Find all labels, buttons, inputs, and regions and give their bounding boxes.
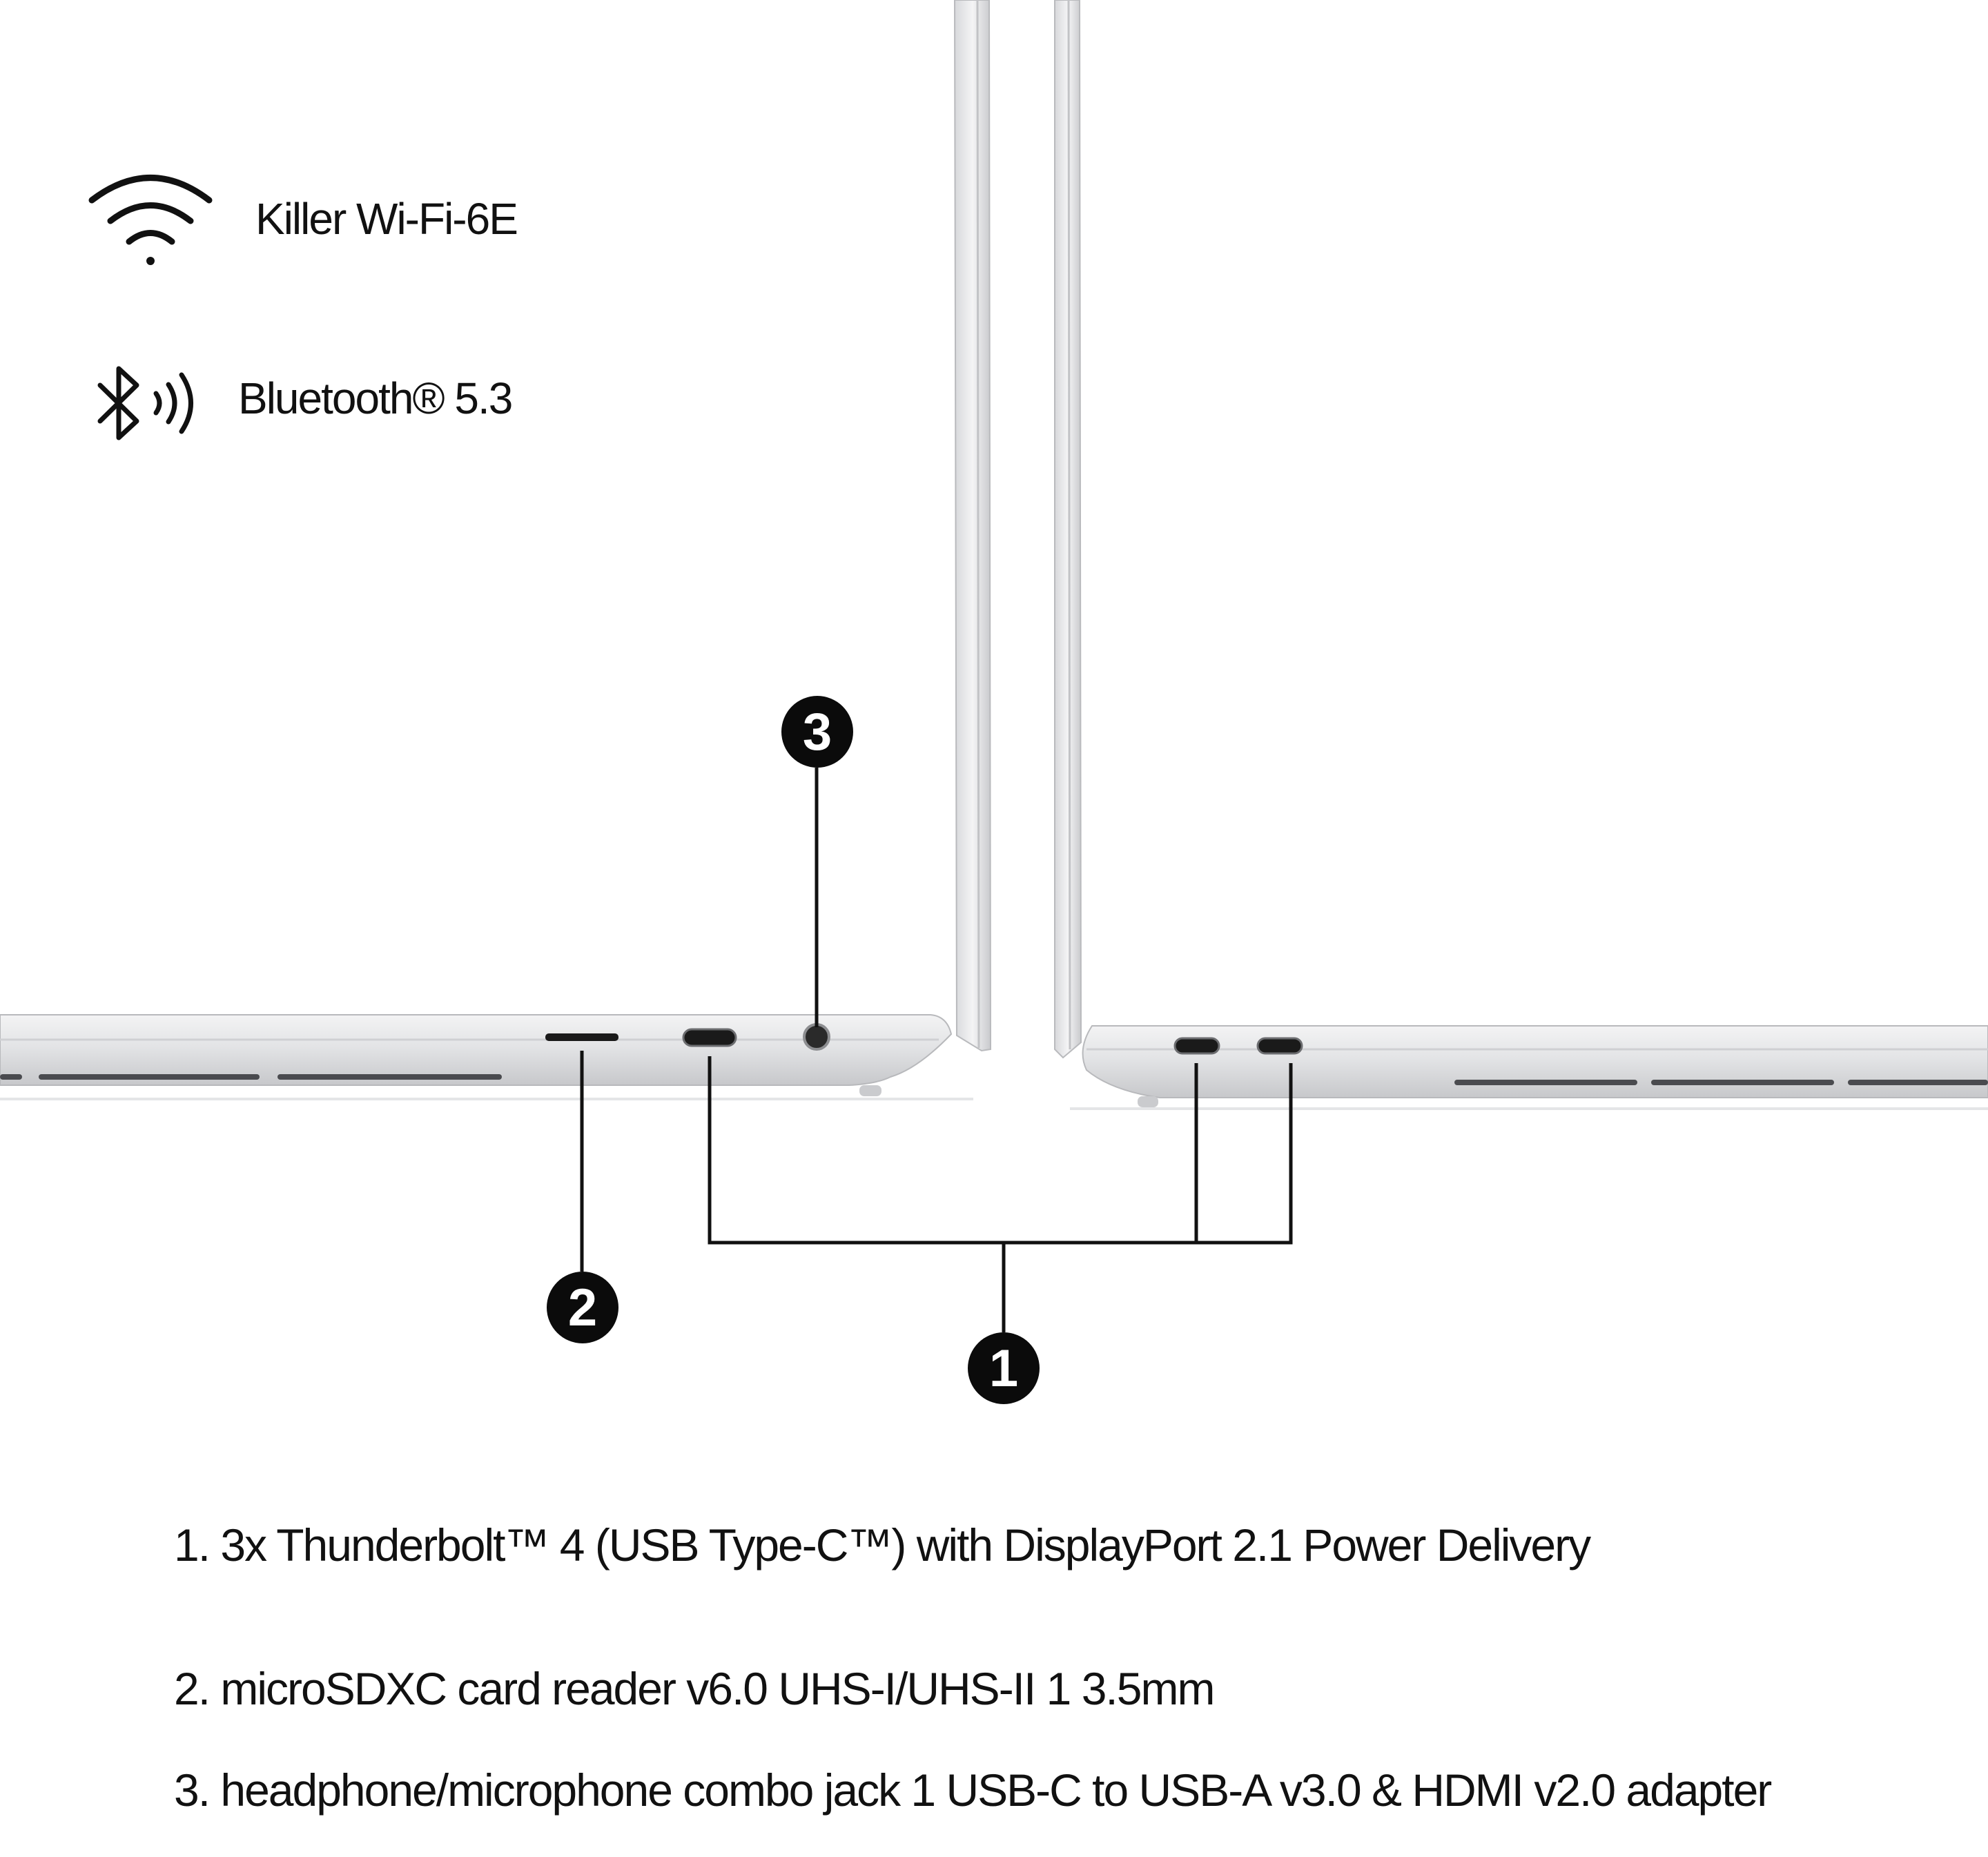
callout-badge-2: 2 [547, 1272, 618, 1343]
spec-line-2: 2. microSDXC card reader v6.0 UHS-I/UHS-… [174, 1663, 1215, 1714]
spec-line-1: 1. 3x Thunderbolt™ 4 (USB Type-C™) with … [174, 1519, 1591, 1571]
callout-badge-1: 1 [968, 1332, 1040, 1404]
wifi-icon [88, 175, 213, 265]
bluetooth-icon [97, 366, 193, 440]
left-laptop-base [0, 1014, 973, 1100]
right-laptop-base [1070, 1025, 1988, 1110]
microsd-slot [545, 1033, 618, 1041]
bluetooth-label: Bluetooth® 5.3 [238, 373, 513, 423]
left-laptop-lid [953, 0, 992, 1052]
callout-badge-3: 3 [781, 696, 853, 768]
leader-lines [580, 768, 1293, 1332]
spec-line-3: 3. headphone/microphone combo jack 1 USB… [174, 1764, 1772, 1816]
usb-c-port-right-2 [1256, 1037, 1303, 1055]
usb-c-port-left [682, 1028, 737, 1047]
usb-c-port-right-1 [1173, 1037, 1220, 1055]
right-laptop-lid [1054, 0, 1082, 1059]
audio-jack [803, 1023, 830, 1051]
wifi-label: Killer Wi-Fi-6E [255, 194, 518, 244]
